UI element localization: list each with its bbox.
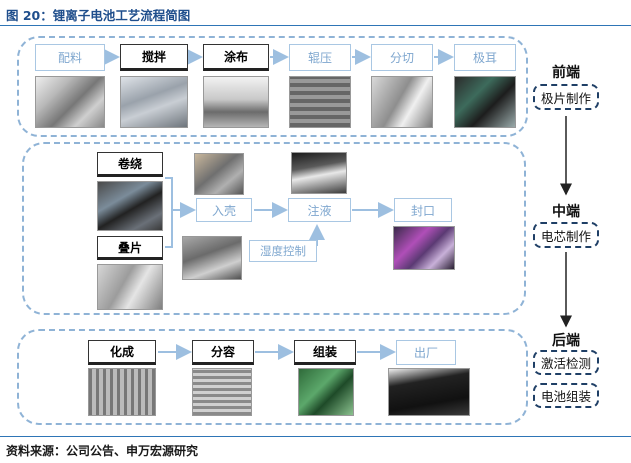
stage-middle-label: 电芯制作 [533, 222, 599, 248]
photo-sealing [393, 226, 455, 270]
photo-slitting [371, 76, 433, 128]
step-stacking: 叠片 [97, 236, 163, 260]
step-shipment: 出厂 [396, 340, 456, 365]
photo-rolling [289, 76, 351, 128]
step-sealing: 封口 [394, 198, 452, 222]
figure-source: 资料来源：公司公告、申万宏源研究 [6, 444, 199, 458]
stage-back-title: 后端 [552, 333, 580, 349]
photo-formation [88, 368, 156, 416]
photo-humidity-room [182, 236, 242, 280]
photo-capacity-grading [192, 368, 252, 416]
photo-batching [35, 76, 105, 128]
stage-middle-title: 中端 [552, 204, 580, 220]
stage-front-label: 极片制作 [533, 84, 599, 110]
step-batching: 配料 [35, 44, 105, 71]
stage-front-title: 前端 [552, 65, 580, 81]
step-winding: 卷绕 [97, 152, 163, 177]
stage-back-label-activation: 激活检测 [533, 350, 599, 375]
step-mixing: 搅拌 [120, 44, 188, 71]
back-end-group [17, 329, 528, 425]
figure-title: 图 20：锂离子电池工艺流程简图 [6, 8, 191, 23]
title-rule [0, 25, 631, 26]
photo-assembly [298, 368, 354, 416]
middle-end-group [22, 142, 526, 315]
step-coating: 涂布 [203, 44, 269, 71]
front-end-group [17, 36, 528, 137]
step-capacity-grading: 分容 [192, 340, 254, 365]
photo-mixing [120, 76, 188, 128]
photo-shipment [388, 368, 470, 416]
step-humidity-control: 湿度控制 [249, 240, 317, 262]
step-slitting: 分切 [371, 44, 433, 71]
step-rolling: 辊压 [289, 44, 351, 71]
photo-stacking [97, 264, 163, 310]
step-formation: 化成 [88, 340, 156, 365]
photo-winding [97, 181, 163, 231]
step-tab: 极耳 [454, 44, 516, 71]
photo-tab [454, 76, 516, 128]
step-assembly: 组装 [294, 340, 356, 365]
step-inserting: 入壳 [196, 198, 252, 222]
stage-back-label-assembly: 电池组装 [533, 383, 599, 408]
photo-injecting [291, 152, 347, 194]
photo-inserting [194, 153, 244, 195]
step-injecting: 注液 [288, 198, 351, 222]
source-rule [0, 436, 631, 437]
photo-coating [203, 76, 269, 128]
